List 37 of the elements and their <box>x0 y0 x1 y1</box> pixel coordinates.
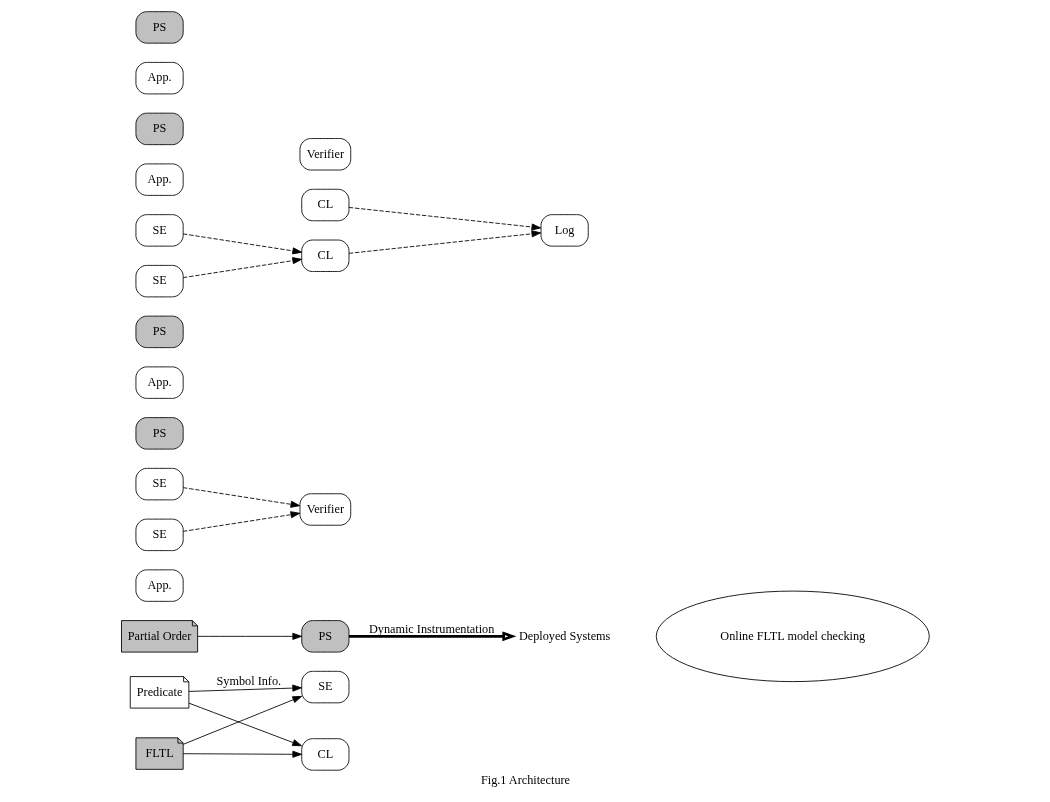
arrow <box>182 695 302 745</box>
node-box: PS <box>135 112 184 146</box>
node-box: SE <box>135 214 184 247</box>
arrow <box>188 702 302 747</box>
node-box: PS <box>135 417 184 450</box>
arrow <box>348 230 541 254</box>
node-box: PS <box>135 11 184 44</box>
arrow <box>188 684 302 692</box>
node-box: PS <box>135 315 184 349</box>
node-box: App. <box>135 62 184 95</box>
edge-label: Symbol Info. <box>216 673 281 688</box>
node-text: Deployed Systems <box>518 628 610 643</box>
arrow <box>182 750 302 758</box>
node-box: CL <box>300 239 349 272</box>
arrow <box>182 233 302 255</box>
node-box: App. <box>135 569 184 602</box>
arrow <box>196 632 302 640</box>
node-box: SE <box>135 264 184 298</box>
node-box: SE <box>135 467 184 501</box>
node-box: SE <box>300 670 349 704</box>
arrow <box>182 487 300 508</box>
node-box: Verifier <box>299 138 351 171</box>
arrow <box>348 631 516 642</box>
node-box: Log <box>540 214 589 247</box>
node-box: PS <box>300 620 349 653</box>
node-box: CL <box>300 188 349 222</box>
caption: Fig.1 Architecture <box>480 772 570 787</box>
arrow <box>348 207 541 231</box>
node-box: SE <box>135 518 184 552</box>
edge-label: Dynamic Instrumentation <box>368 622 494 637</box>
node-box: App. <box>135 163 184 196</box>
arrow <box>182 511 300 532</box>
node-box: CL <box>300 738 349 771</box>
node-box: App. <box>135 366 184 399</box>
arrow <box>182 257 302 279</box>
node-ellipse: Online FLTL model checking <box>655 590 930 683</box>
node-box: Verifier <box>299 493 351 526</box>
